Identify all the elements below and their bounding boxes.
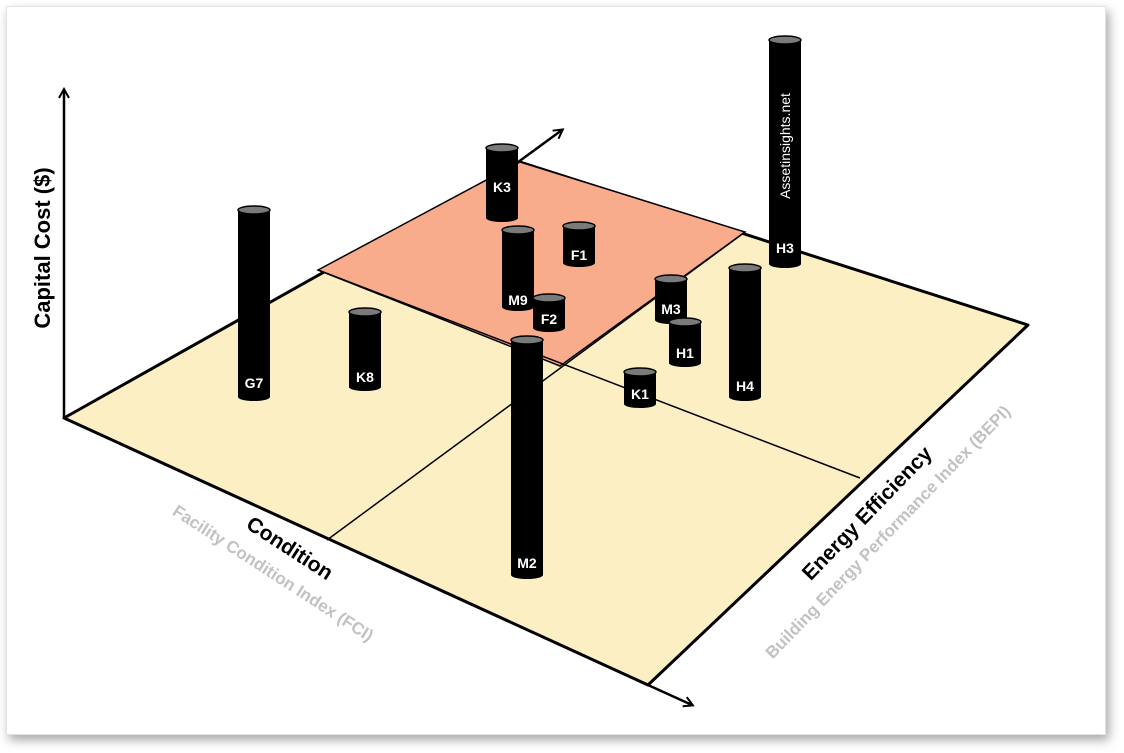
cylinder-top bbox=[237, 205, 271, 215]
cylinder-h1[interactable]: H1 bbox=[668, 317, 702, 367]
cylinder-top bbox=[654, 274, 688, 284]
cylinder-top bbox=[562, 221, 596, 231]
cylinder-label: H3 bbox=[776, 240, 794, 256]
cylinder-g7[interactable]: G7 bbox=[237, 205, 271, 401]
cylinder-k1[interactable]: K1 bbox=[623, 367, 657, 408]
cylinder-k8[interactable]: K8 bbox=[348, 307, 382, 391]
cylinder-body bbox=[238, 210, 270, 397]
cylinder-bottom bbox=[486, 214, 518, 222]
cylinder-label: K1 bbox=[631, 386, 649, 402]
cylinder-bottom bbox=[349, 383, 381, 391]
watermark-text: Assetinsights.net bbox=[777, 93, 793, 199]
cylinder-label: G7 bbox=[245, 375, 264, 391]
cylinder-top bbox=[768, 35, 802, 45]
cylinder-label: K3 bbox=[493, 179, 511, 195]
cylinder-body bbox=[502, 230, 534, 307]
cylinder-m2[interactable]: M2 bbox=[510, 335, 544, 579]
cylinder-label: M3 bbox=[661, 301, 681, 317]
cylinder-body bbox=[511, 340, 543, 575]
cylinder-body bbox=[669, 322, 701, 363]
cylinder-body bbox=[769, 40, 801, 264]
cylinder-bottom bbox=[238, 393, 270, 401]
cylinder-bottom bbox=[502, 303, 534, 311]
front-axis-arrow bbox=[647, 683, 692, 705]
cylinder-h3[interactable]: Assetinsights.net H3 bbox=[768, 35, 802, 268]
y-axis-label: Capital Cost ($) bbox=[30, 167, 55, 328]
depth-axis-arrow bbox=[509, 130, 562, 170]
cylinder-body bbox=[729, 268, 761, 397]
cylinder-label: F2 bbox=[541, 311, 558, 327]
divider-line-condition bbox=[317, 269, 861, 479]
cylinder-label: M2 bbox=[517, 555, 537, 571]
cylinder-k3[interactable]: K3 bbox=[485, 143, 519, 222]
cylinder-bottom bbox=[669, 359, 701, 367]
cylinder-bottom bbox=[729, 393, 761, 401]
cylinder-m3[interactable]: M3 bbox=[654, 274, 688, 324]
cylinder-top bbox=[510, 335, 544, 345]
cylinder-label: K8 bbox=[356, 369, 374, 385]
cylinder-top bbox=[728, 263, 762, 273]
cylinder-label: H1 bbox=[676, 345, 694, 361]
cylinder-bottom bbox=[563, 259, 595, 267]
cylinder-bottom bbox=[769, 260, 801, 268]
cylinder-h4[interactable]: H4 bbox=[728, 263, 762, 401]
cylinder-m9[interactable]: M9 bbox=[501, 225, 535, 311]
cylinder-top bbox=[668, 317, 702, 327]
cylinder-top bbox=[485, 143, 519, 153]
cylinder-top bbox=[532, 293, 566, 303]
cylinder-top bbox=[348, 307, 382, 317]
cylinder-top bbox=[501, 225, 535, 235]
cylinder-label: F1 bbox=[571, 247, 588, 263]
cylinder-body bbox=[624, 372, 656, 404]
cylinder-body bbox=[349, 312, 381, 387]
cylinder-body bbox=[655, 279, 687, 320]
cylinder-f1[interactable]: F1 bbox=[562, 221, 596, 267]
cylinder-body bbox=[563, 226, 595, 263]
cylinder-label: H4 bbox=[736, 378, 754, 394]
cylinder-top bbox=[623, 367, 657, 377]
cylinder-bottom bbox=[624, 400, 656, 408]
cylinder-label: M9 bbox=[508, 292, 528, 308]
cylinder-body bbox=[486, 148, 518, 218]
cylinder-f2[interactable]: F2 bbox=[532, 293, 566, 332]
cylinder-bottom bbox=[511, 571, 543, 579]
cylinder-body bbox=[533, 298, 565, 328]
cylinder-bottom bbox=[533, 324, 565, 332]
